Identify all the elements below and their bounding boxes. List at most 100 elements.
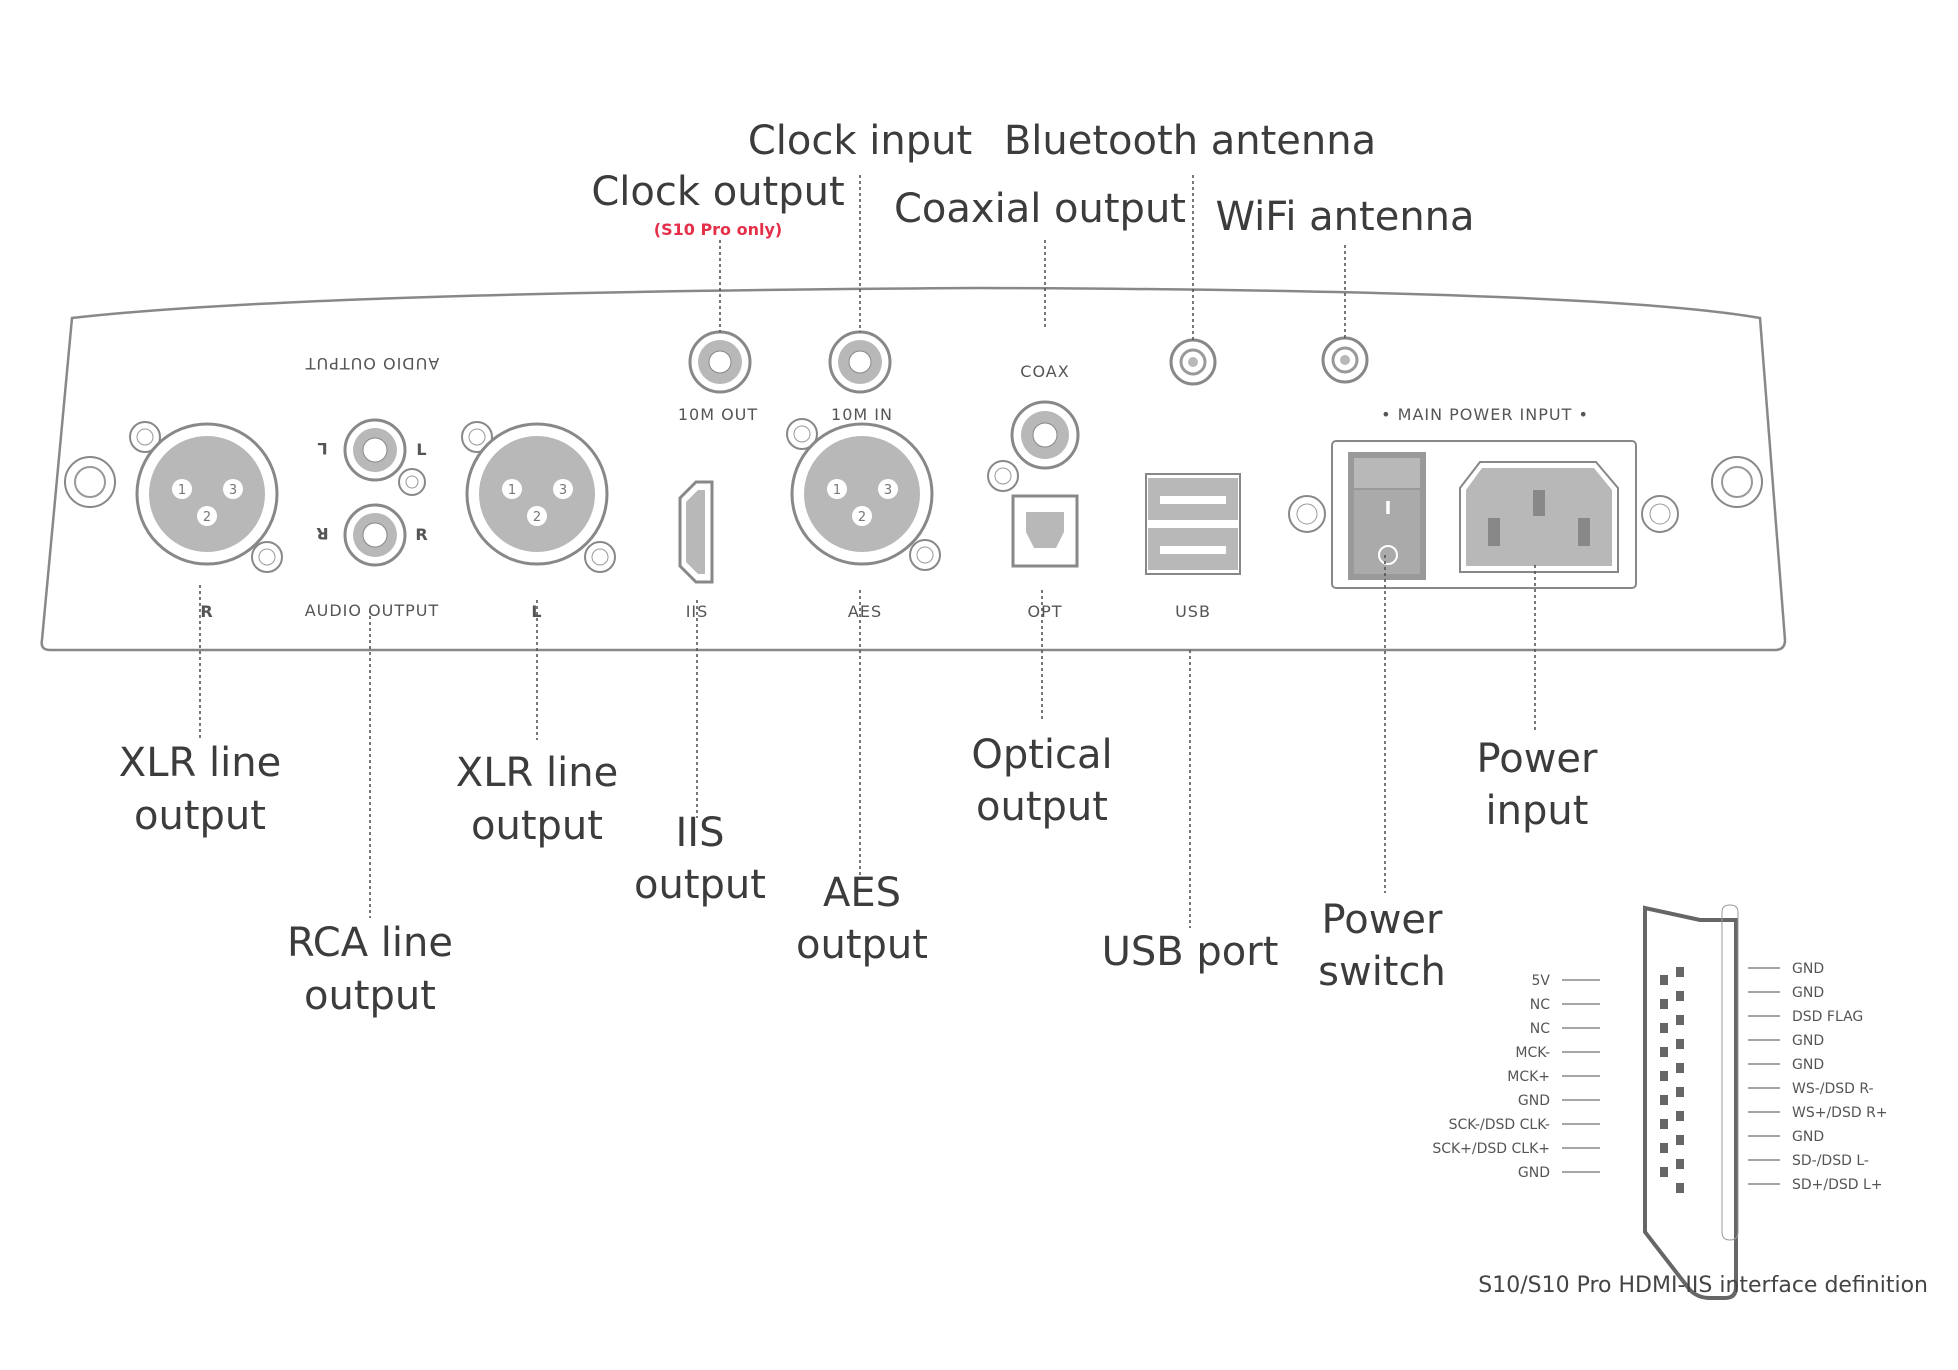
callout-optical-line2: output: [976, 784, 1108, 830]
xlr-pin-label: 1: [178, 483, 186, 498]
xlr-pin-label: 3: [884, 483, 892, 498]
xlr-l-connector: 1 3 2: [461, 421, 616, 573]
coaxial-output-jack: [987, 400, 1080, 492]
mounting-hole: [1711, 456, 1763, 508]
hdmi-contact: [1660, 999, 1668, 1009]
hdmi-pin-label-right: GND: [1792, 1033, 1824, 1049]
callout-coaxial-output: Coaxial output: [894, 186, 1186, 232]
hdmi-contact: [1660, 1167, 1668, 1177]
xlr-pin-label: 3: [229, 483, 237, 498]
hdmi-pin-label-right: GND: [1792, 1129, 1824, 1145]
callout-usb-port: USB port: [1102, 929, 1279, 975]
callout-xlr-l-line2: output: [471, 803, 603, 849]
hdmi-pin-label-right: WS+/DSD R+: [1792, 1105, 1888, 1121]
coax-panel-label: COAX: [1020, 362, 1069, 381]
wifi-antenna-jack: [1321, 336, 1369, 384]
hdmi-pin-label-right: GND: [1792, 985, 1824, 1001]
rca-r-label-flipped: R: [315, 524, 328, 543]
hdmi-contact: [1660, 1095, 1668, 1105]
hdmi-pin-label-right: SD+/DSD L+: [1792, 1177, 1883, 1193]
iis-panel-label: IIS: [686, 602, 709, 621]
xlr-pin-label: 1: [833, 483, 841, 498]
callout-power-input-line2: input: [1486, 788, 1589, 834]
rca-r-jack: [343, 503, 407, 567]
aes-panel-label: AES: [848, 602, 882, 621]
iec-power-inlet: [1459, 461, 1619, 573]
hdmi-contact: [1676, 1063, 1684, 1073]
hdmi-contact: [1676, 1087, 1684, 1097]
usb-port: [1145, 473, 1241, 575]
callout-xlr-r-line1: XLR line: [119, 740, 281, 786]
ten-m-out-label: 10M OUT: [678, 405, 758, 424]
callout-bluetooth-antenna: Bluetooth antenna: [1004, 118, 1376, 164]
callout-clock-input: Clock input: [748, 118, 972, 164]
power-switch-on-mark: I: [1385, 498, 1392, 519]
callout-iis-line2: output: [634, 862, 766, 908]
callout-clock-output: Clock output: [591, 169, 844, 215]
callout-aes-line2: output: [796, 922, 928, 968]
hdmi-pin-label-left: MCK+: [1507, 1069, 1550, 1085]
rca-r-label: R: [415, 525, 428, 544]
clock-output-bnc: [688, 330, 752, 394]
hdmi-pin-label-right: WS-/DSD R-: [1792, 1081, 1874, 1097]
callout-optical-line1: Optical: [971, 732, 1112, 778]
audio-output-label-flipped: AUDIO OUTPUT: [305, 354, 440, 373]
hdmi-contact: [1660, 1119, 1668, 1129]
hdmi-pin-label-right: DSD FLAG: [1792, 1009, 1863, 1025]
hdmi-connector-outline: [1643, 904, 1739, 1300]
hdmi-contact: [1660, 975, 1668, 985]
callout-wifi-antenna: WiFi antenna: [1215, 194, 1474, 240]
hdmi-pin-label-left: GND: [1518, 1165, 1550, 1181]
hdmi-interface-caption: S10/S10 Pro HDMI-IIS interface definitio…: [1478, 1273, 1928, 1298]
hdmi-pin-label-left: MCK-: [1515, 1045, 1550, 1061]
power-switch: [1348, 452, 1426, 580]
usb-panel-label: USB: [1175, 602, 1211, 621]
main-power-input-label: • MAIN POWER INPUT •: [1381, 405, 1589, 424]
callout-clock-output-note: (S10 Pro only): [654, 220, 782, 239]
hdmi-contact: [1676, 1111, 1684, 1121]
ten-m-in-label: 10M IN: [831, 405, 893, 424]
clock-input-bnc: [828, 330, 892, 394]
callout-rca-line1: RCA line: [287, 920, 453, 966]
rca-l-label: L: [416, 440, 427, 459]
hdmi-pin-label-left: NC: [1530, 1021, 1550, 1037]
xlr-pin-label: 2: [203, 510, 211, 525]
xlr-r-connector: 1 3 2: [129, 421, 283, 573]
hdmi-pin-label-left: NC: [1530, 997, 1550, 1013]
audio-output-label: AUDIO OUTPUT: [305, 601, 440, 620]
callout-aes-line1: AES: [823, 870, 901, 916]
hdmi-contact: [1660, 1047, 1668, 1057]
hdmi-contact: [1676, 1015, 1684, 1025]
hdmi-contact: [1660, 1143, 1668, 1153]
mounting-hole: [1641, 495, 1679, 533]
opt-panel-label: OPT: [1027, 602, 1062, 621]
callout-rca-line2: output: [304, 973, 436, 1019]
hdmi-contact: [1676, 1135, 1684, 1145]
xlr-pin-label: 2: [533, 510, 541, 525]
hdmi-contact: [1676, 1183, 1684, 1193]
hdmi-contact: [1676, 967, 1684, 977]
xlr-pin-label: 1: [508, 483, 516, 498]
rca-l-label-flipped: L: [316, 439, 327, 458]
bluetooth-antenna-jack: [1169, 338, 1217, 386]
hdmi-pin-label-right: GND: [1792, 1057, 1824, 1073]
hdmi-pin-label-left: 5V: [1532, 973, 1551, 989]
callout-xlr-l-line1: XLR line: [456, 750, 618, 796]
callout-iis-line1: IIS: [676, 810, 725, 856]
xlr-pin-label: 3: [559, 483, 567, 498]
hdmi-contact: [1660, 1023, 1668, 1033]
hdmi-contact: [1676, 1159, 1684, 1169]
callout-power-input-line1: Power: [1477, 736, 1598, 782]
leader-lines: [199, 175, 1536, 928]
optical-output-port: [1011, 494, 1079, 568]
rca-l-jack: [343, 418, 426, 496]
hdmi-pin-label-right: GND: [1792, 961, 1824, 977]
callout-power-switch-line2: switch: [1318, 949, 1446, 995]
hdmi-contact: [1676, 991, 1684, 1001]
hdmi-contact: [1660, 1071, 1668, 1081]
xlr-l-panel-label: L: [531, 602, 542, 621]
mounting-hole: [64, 456, 116, 508]
hdmi-pin-label-left: SCK+/DSD CLK+: [1432, 1141, 1550, 1157]
